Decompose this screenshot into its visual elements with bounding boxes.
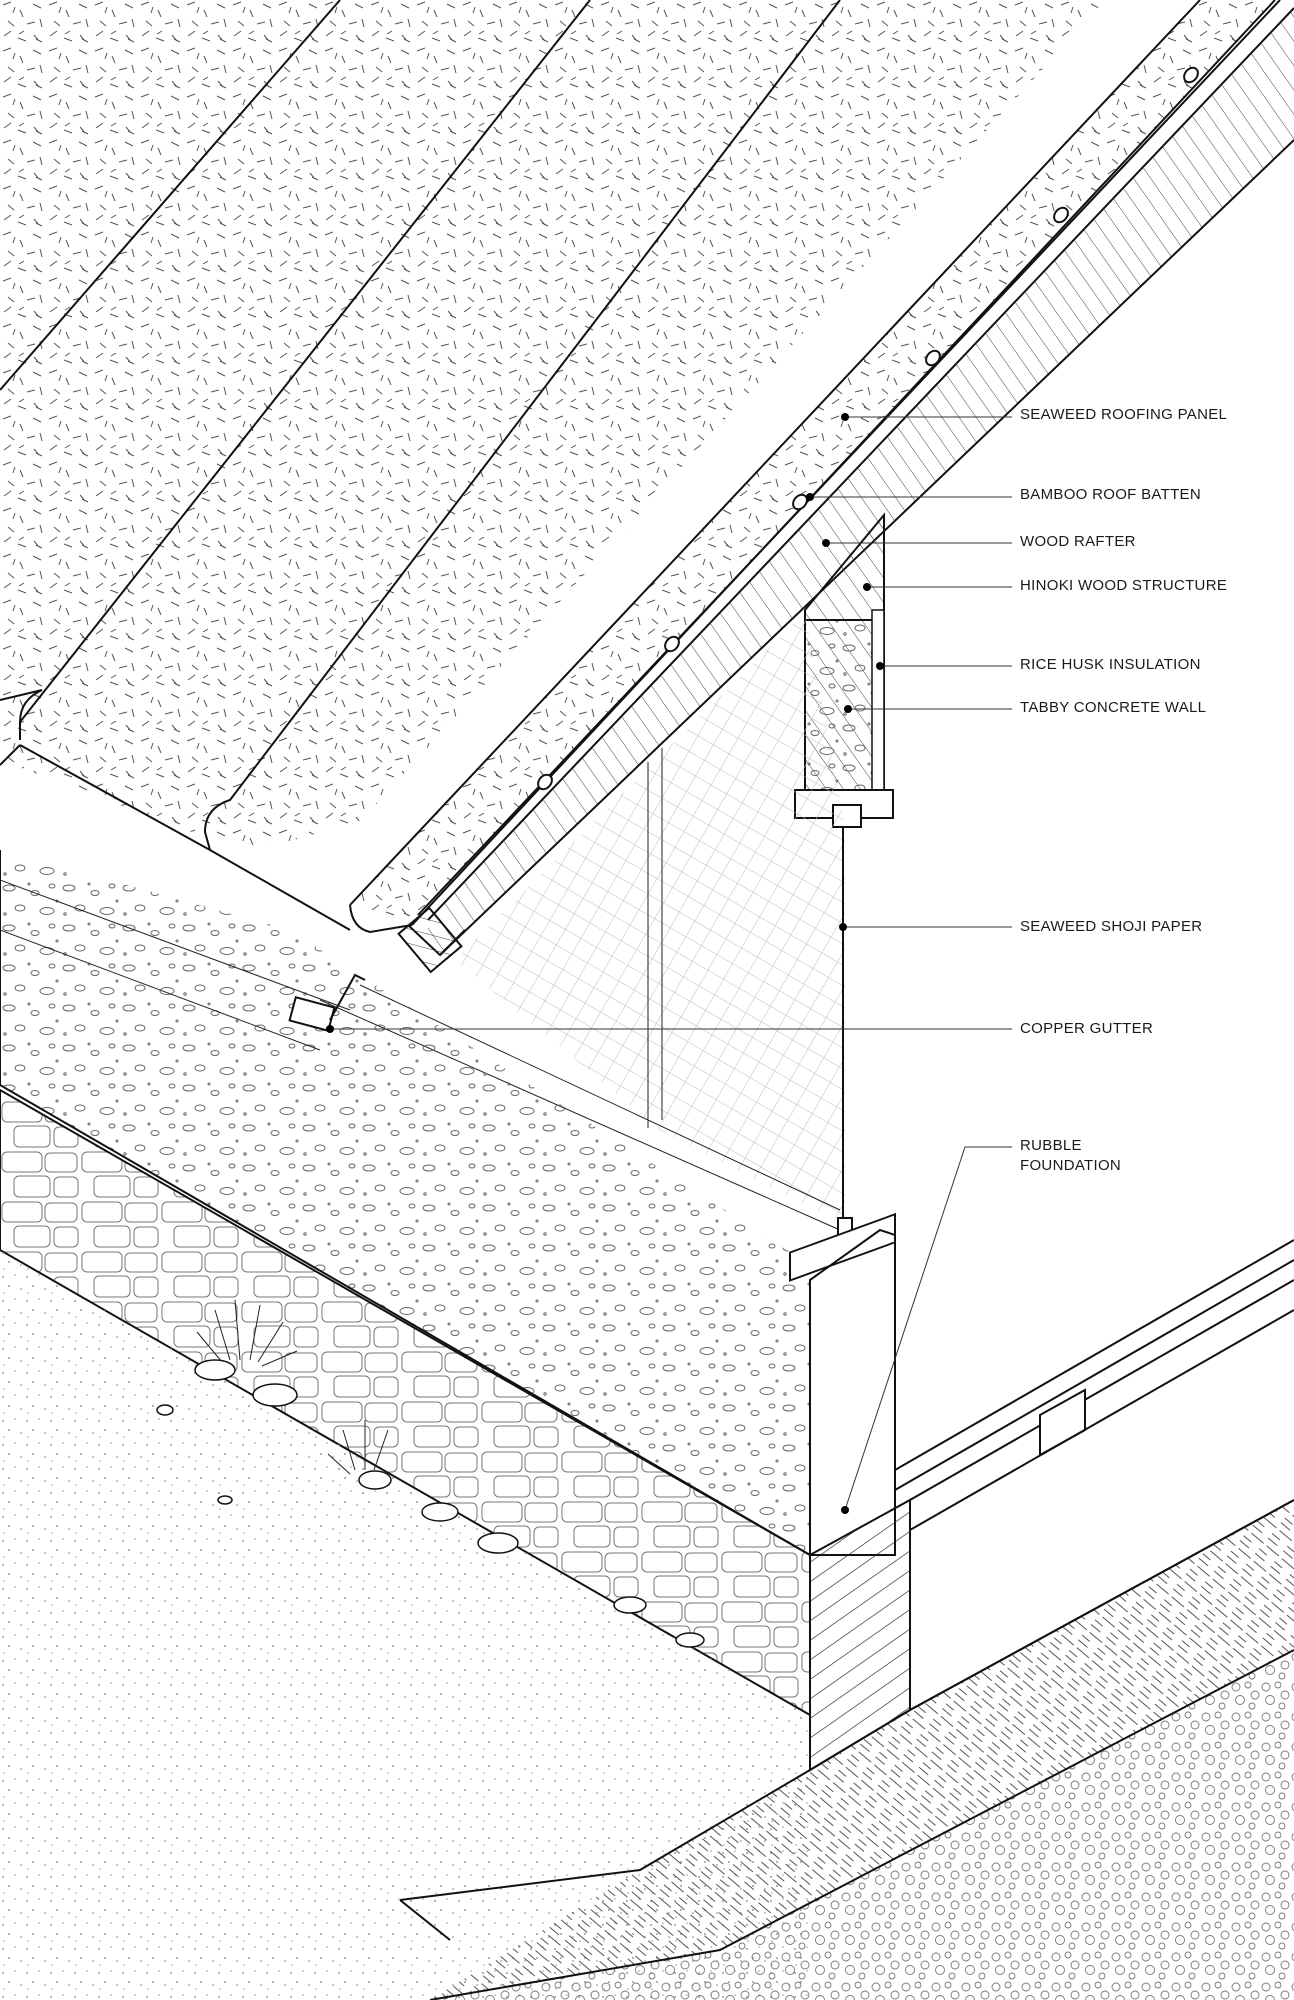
label-wood-rafter: WOOD RAFTER [1020, 533, 1136, 550]
label-tabby-concrete-wall: TABBY CONCRETE WALL [1020, 699, 1207, 716]
shoji-screen [319, 612, 853, 1239]
label-hinoki-wood-structure: HINOKI WOOD STRUCTURE [1020, 577, 1228, 594]
label-rubble-foundation: RUBBLE FOUNDATION [1020, 1136, 1121, 1176]
exterior-ground [0, 1250, 1294, 2000]
label-rubble-foundation-line1: RUBBLE [1020, 1137, 1082, 1154]
label-copper-gutter: COPPER GUTTER [1020, 1020, 1154, 1037]
rubble-foundation [809, 1270, 911, 1772]
copper-gutter [288, 973, 366, 1032]
label-rice-husk-insulation: RICE HUSK INSULATION [1020, 656, 1201, 673]
grass-and-stones [156, 1299, 705, 1648]
leader-lines [326, 413, 1012, 1514]
label-seaweed-shoji-paper: SEAWEED SHOJI PAPER [1020, 918, 1203, 935]
roof-section [349, 0, 1294, 974]
label-seaweed-roofing-panel: SEAWEED ROOFING PANEL [1020, 406, 1228, 423]
label-bamboo-roof-batten: BAMBOO ROOF BATTEN [1020, 486, 1201, 503]
roof-panels-background [0, 0, 1105, 931]
label-rubble-foundation-line2: FOUNDATION [1020, 1157, 1122, 1174]
